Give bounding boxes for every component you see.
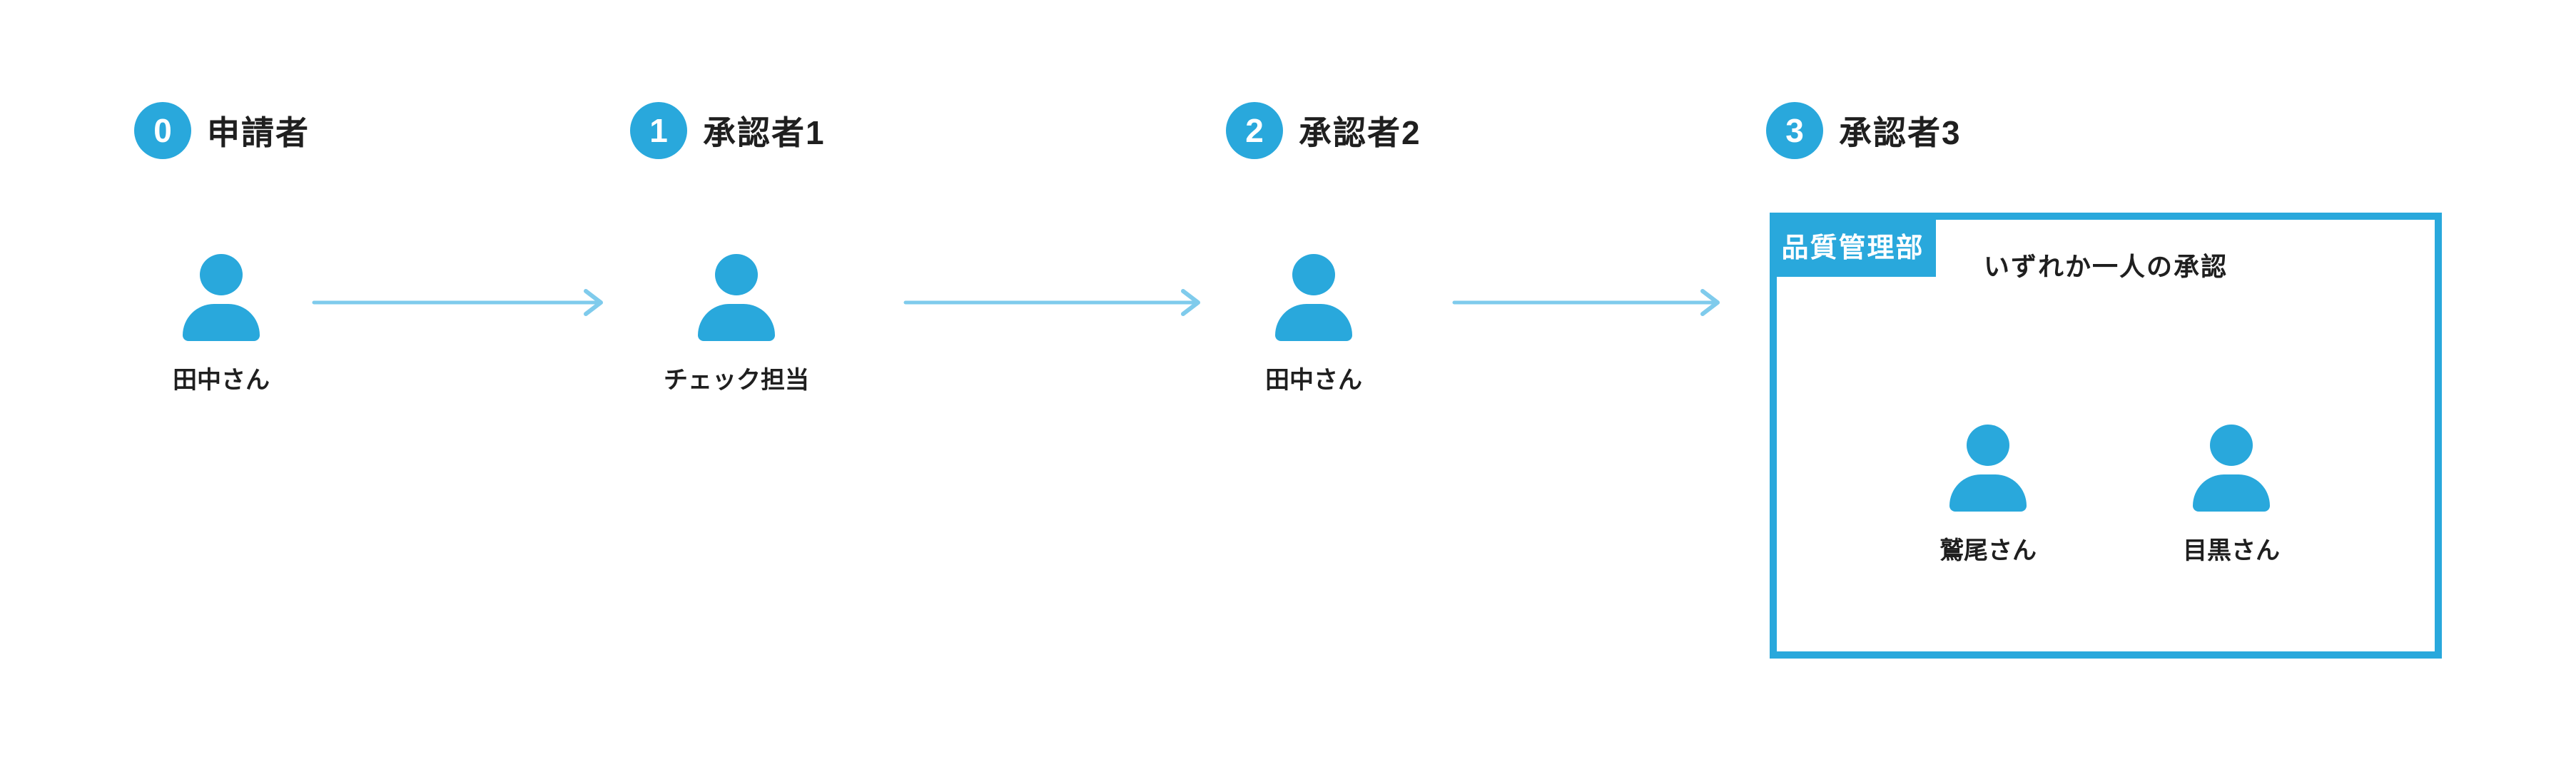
department-tab: 品質管理部 [1770, 213, 1936, 277]
person-name: 目黒さん [2183, 537, 2280, 564]
person-icon [1967, 425, 2009, 466]
person-icon-body [1949, 474, 2027, 512]
step-number-badge: 2 [1226, 102, 1283, 159]
step-number-badge: 0 [134, 102, 191, 159]
step-number-badge: 1 [630, 102, 687, 159]
step-number-badge: 3 [1766, 102, 1823, 159]
person-icon-body [1275, 304, 1352, 341]
person-name: 鷲尾さん [1939, 537, 2037, 564]
person-card-group-member-1: 鷲尾さん [1931, 425, 2045, 566]
step-header-3: 3 承認者3 [1766, 102, 1962, 159]
flow-arrow-1 [312, 281, 604, 327]
approver-group-box: 品質管理部 いずれか一人の承認 鷲尾さん 目黒さん [1770, 213, 2442, 659]
person-card-approver2: 田中さん [1257, 254, 1371, 395]
person-name: 田中さん [1265, 367, 1362, 394]
person-icon-body [183, 304, 260, 341]
person-card-applicant: 田中さん [164, 254, 278, 395]
person-icon [715, 254, 758, 295]
flow-arrow-2 [903, 281, 1202, 327]
person-icon-body [698, 304, 775, 341]
person-icon [200, 254, 243, 295]
step-header-0: 0 申請者 [134, 102, 310, 159]
step-label: 承認者2 [1299, 114, 1421, 151]
person-icon [1292, 254, 1335, 295]
flow-arrow-3 [1452, 281, 1721, 327]
person-name: 田中さん [173, 367, 270, 394]
person-card-group-member-2: 目黒さん [2174, 425, 2288, 566]
arrow-right-icon [312, 289, 603, 316]
person-card-approver1: チェック担当 [664, 254, 809, 395]
arrow-right-icon [1452, 289, 1720, 316]
person-icon [2210, 425, 2253, 466]
person-icon-body [2193, 474, 2270, 512]
step-header-1: 1 承認者1 [630, 102, 826, 159]
step-header-2: 2 承認者2 [1226, 102, 1421, 159]
step-label: 申請者 [207, 114, 310, 151]
arrow-right-icon [903, 289, 1200, 316]
person-name: チェック担当 [664, 367, 809, 394]
approval-condition-label: いずれか一人の承認 [1983, 252, 2228, 281]
step-label: 承認者3 [1839, 114, 1962, 151]
step-label: 承認者1 [703, 114, 826, 151]
